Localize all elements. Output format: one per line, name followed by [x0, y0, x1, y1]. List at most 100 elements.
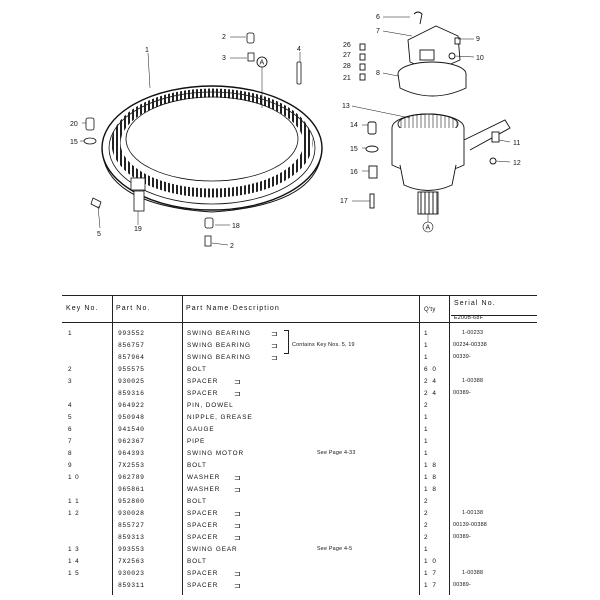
callout-9: 9 [476, 36, 480, 43]
callout-numbers: 1 2 3 4 A 20 15 5 19 18 2 6 7 26 27 28 2… [70, 14, 521, 250]
row-part-no: 930028 [118, 510, 145, 517]
swing-bearing-bracket [284, 330, 289, 354]
callout-15-right: 15 [350, 146, 358, 153]
row-part-no: 7X2563 [118, 558, 145, 565]
row-serial-range: 1-00388 [462, 378, 484, 384]
row-key-no: 1 4 [68, 558, 80, 565]
callout-18: 18 [232, 223, 240, 230]
row-serial-range: 00389- [453, 390, 471, 396]
row-serial-range: 1-00233 [462, 330, 484, 336]
part-shape-icon: ⊐ [234, 581, 241, 590]
header-serial-no: Serial No. [454, 300, 496, 307]
row-part-name: WASHER [187, 474, 221, 481]
row-quantity: 2 [424, 498, 430, 505]
row-key-no: 1 2 [68, 510, 80, 517]
row-key-no: 7 [68, 438, 73, 445]
row-part-no: 950948 [118, 414, 145, 421]
row-key-no: 5 [68, 414, 73, 421]
row-part-no: 955575 [118, 366, 145, 373]
part-shape-icon: ⊐ [271, 341, 278, 350]
row-key-no: 4 [68, 402, 73, 409]
callout-15-left: 15 [70, 139, 78, 146]
row-serial-range: 00389- [453, 582, 471, 588]
row-part-no: 993552 [118, 330, 145, 337]
part-shape-icon: ⊐ [234, 473, 241, 482]
callout-7: 7 [376, 28, 380, 35]
row-quantity: 2 [424, 534, 430, 541]
row-part-name: WASHER [187, 486, 221, 493]
row-part-name: BOLT [187, 558, 207, 565]
row-key-no: 9 [68, 462, 73, 469]
row-quantity: 2 [424, 510, 430, 517]
table-top-rule [62, 295, 537, 296]
row-quantity: 1 8 [424, 486, 438, 493]
row-part-no: 856757 [118, 342, 145, 349]
row-part-name: SPACER [187, 522, 219, 529]
part-shape-icon: ⊐ [234, 485, 241, 494]
ref-a-1: A [260, 60, 265, 67]
header-key-no: Key No. [66, 305, 99, 312]
row-part-name: BOLT [187, 498, 207, 505]
table-header-rule [62, 322, 537, 323]
swing-gear-reducer [365, 113, 511, 215]
row-part-name: BOLT [187, 366, 207, 373]
col-divider-3 [419, 295, 420, 595]
callout-10: 10 [476, 55, 484, 62]
row-quantity: 1 [424, 330, 430, 337]
row-part-name: PIN, DOWEL [187, 402, 234, 409]
row-key-no: 1 1 [68, 498, 80, 505]
header-part-no: Part No. [116, 305, 151, 312]
row-quantity: 2 [424, 402, 430, 409]
callout-4: 4 [297, 46, 301, 53]
row-part-name: BOLT [187, 462, 207, 469]
row-quantity: 1 8 [424, 462, 438, 469]
callout-19: 19 [134, 226, 142, 233]
row-part-no: 859311 [118, 582, 145, 589]
callout-28: 28 [343, 63, 351, 70]
row-key-no: 1 3 [68, 546, 80, 553]
row-key-no: 6 [68, 426, 73, 433]
callout-21: 21 [343, 75, 351, 82]
row-quantity: 1 7 [424, 570, 438, 577]
row-quantity: 1 0 [424, 558, 438, 565]
row-description: Contains Key Nos. 5, 19 [292, 342, 355, 348]
callout-2-lower: 2 [230, 243, 234, 250]
row-quantity: 1 [424, 342, 430, 349]
row-part-no: 857964 [118, 354, 145, 361]
col-divider-2 [182, 295, 183, 595]
row-part-no: 7X2553 [118, 462, 145, 469]
callout-12: 12 [513, 160, 521, 167]
callout-13: 13 [342, 103, 350, 110]
callout-14: 14 [350, 122, 358, 129]
row-part-no: 855727 [118, 522, 145, 529]
row-quantity: 1 [424, 354, 430, 361]
row-part-no: 962789 [118, 474, 145, 481]
callout-11: 11 [513, 140, 520, 147]
row-description: See Page 4-33 [317, 450, 356, 456]
row-part-no: 930025 [118, 378, 145, 385]
row-part-no: 952800 [118, 498, 145, 505]
callout-16: 16 [350, 169, 358, 176]
row-part-name: SPACER [187, 390, 219, 397]
row-key-no: 3 [68, 378, 73, 385]
part-shape-icon: ⊐ [234, 509, 241, 518]
part-shape-icon: ⊐ [271, 329, 278, 338]
callout-6: 6 [376, 14, 380, 21]
callout-1: 1 [145, 47, 149, 54]
callout-5: 5 [97, 231, 101, 238]
row-part-no: 993553 [118, 546, 145, 553]
row-quantity: 6 0 [424, 366, 438, 373]
callout-27: 27 [343, 52, 351, 59]
part-shape-icon: ⊐ [234, 533, 241, 542]
callout-17: 17 [340, 198, 348, 205]
row-part-name: SWING BEARING [187, 330, 251, 337]
row-part-name: SWING BEARING [187, 354, 251, 361]
row-serial-range: 1-00138 [462, 510, 484, 516]
parts-list-table: Key No. Part No. Part Name·Description Q… [62, 295, 537, 595]
row-part-name: SPACER [187, 378, 219, 385]
row-serial-range: 00139-00388 [453, 522, 487, 528]
row-serial-range: 00389- [453, 534, 471, 540]
exploded-parts-diagram: 1 2 3 4 A 20 15 5 19 18 2 6 7 26 27 28 2… [70, 11, 521, 250]
callout-3: 3 [222, 55, 226, 62]
row-quantity: 1 [424, 414, 430, 421]
